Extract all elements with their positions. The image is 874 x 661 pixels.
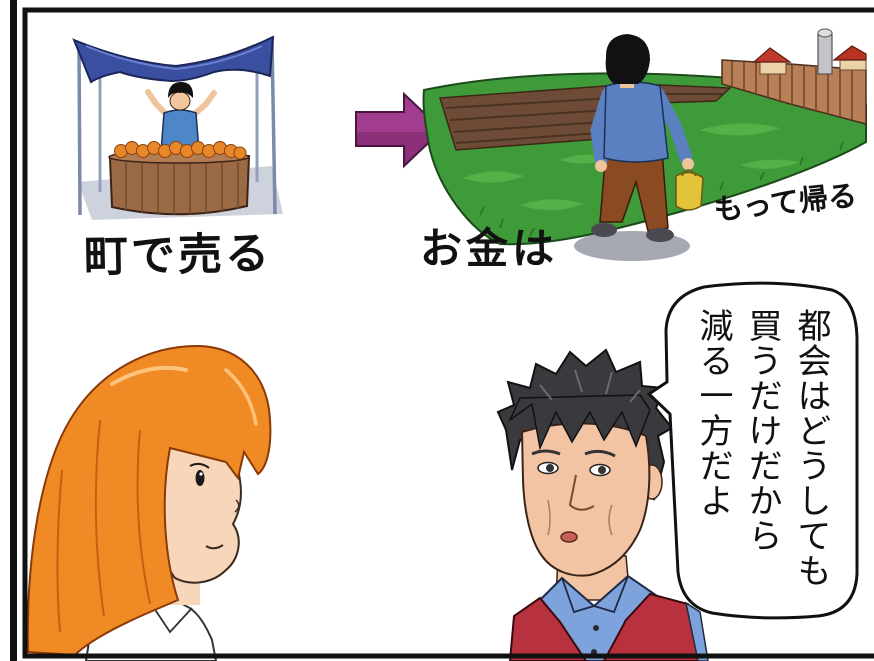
stone-tower-cap <box>817 28 833 38</box>
speech-bubble <box>646 281 859 620</box>
man-nose <box>568 474 595 511</box>
man-hair-fringe <box>508 394 651 451</box>
adjacent-panel-border <box>10 0 17 661</box>
man-collar <box>561 575 629 614</box>
grass-patch <box>740 159 800 169</box>
stall-canopy <box>72 35 275 84</box>
girl-hair-highlight <box>110 365 188 386</box>
dark-haired-man <box>496 348 709 661</box>
girl-mouth <box>205 544 224 550</box>
vendor-hair <box>168 82 194 98</box>
farmer-arm-right <box>651 87 693 165</box>
girl-eye-highlight <box>199 472 203 476</box>
man-mouth <box>560 531 578 543</box>
man-pupil-left <box>546 464 554 472</box>
man-face <box>520 422 651 577</box>
man-vest-right <box>602 592 702 661</box>
plowed-rows <box>445 96 631 144</box>
grass-patch <box>700 123 780 136</box>
arrow-right-icon <box>355 91 444 169</box>
farm-field-scene <box>422 28 867 261</box>
man-sleeve-right <box>684 601 709 661</box>
stall-front-pole-right <box>270 39 277 215</box>
girl-hair-highlight <box>224 368 258 426</box>
plow-row <box>453 120 619 133</box>
girl-collar <box>149 601 193 634</box>
girl-eyelash <box>189 462 210 469</box>
stall-canopy-highlight <box>85 45 263 71</box>
panel-border <box>22 7 874 659</box>
house-roof <box>832 45 867 61</box>
farmer-shoe-left <box>591 223 617 237</box>
speech-line: 都会はどうしても <box>791 308 831 588</box>
speech-line: 買うだけだから <box>742 308 782 553</box>
stall-tub <box>108 154 251 216</box>
oranges-pile <box>114 141 247 160</box>
vendor-person <box>145 82 217 153</box>
arrow-shade <box>356 132 440 166</box>
orange-haired-girl <box>26 344 272 661</box>
farmer-shirt <box>603 81 669 163</box>
man-cheek-lines <box>547 499 613 536</box>
orange <box>233 146 247 160</box>
speech-line: 減る一方だよ <box>693 308 733 518</box>
plow-row <box>449 108 625 121</box>
girl-hair-strand <box>56 419 151 633</box>
grass-stroke <box>479 141 844 237</box>
farmer-hair <box>605 34 650 84</box>
vendor-face <box>169 91 191 111</box>
stall-tub-planks <box>125 162 239 215</box>
girl-nose <box>234 499 240 513</box>
man-button <box>593 625 599 631</box>
farmer-hand-right <box>682 158 694 170</box>
grass-patch <box>462 171 524 183</box>
fence-band <box>721 59 867 125</box>
caption-sell-in-town: 町で売る <box>83 228 273 283</box>
house-roof <box>752 47 792 63</box>
man-pupil-right <box>598 466 606 474</box>
walking-farmer <box>574 34 704 261</box>
stall-front-pole-left <box>77 43 82 216</box>
man-eyebrow-left <box>531 449 561 456</box>
speech-bubble-text: 都会はどうしても 買うだけだから 減る一方だよ <box>688 308 835 598</box>
caption-money: お金は <box>420 224 559 273</box>
farmer-arm-left <box>590 87 615 167</box>
man-hair-streaks <box>539 369 641 403</box>
farmer-hand-left <box>595 160 607 172</box>
fence-planks <box>731 61 853 120</box>
man-eyebrow-right <box>584 449 616 458</box>
grass-strokes <box>479 141 844 237</box>
grass-patch <box>520 199 584 211</box>
girl-eye <box>195 470 205 486</box>
plow-row <box>445 96 631 109</box>
girl-hair <box>26 344 272 657</box>
stone-tower <box>817 33 833 75</box>
plow-row <box>455 131 615 144</box>
arrow-outline <box>355 91 444 169</box>
yellow-bag <box>675 171 704 211</box>
village-fence <box>721 28 867 125</box>
farmer-shoe-right <box>646 228 674 242</box>
man-vest-left <box>508 596 588 661</box>
farmer-pants <box>599 149 669 232</box>
bag-handle <box>681 169 697 177</box>
market-stall-scene <box>72 35 283 220</box>
